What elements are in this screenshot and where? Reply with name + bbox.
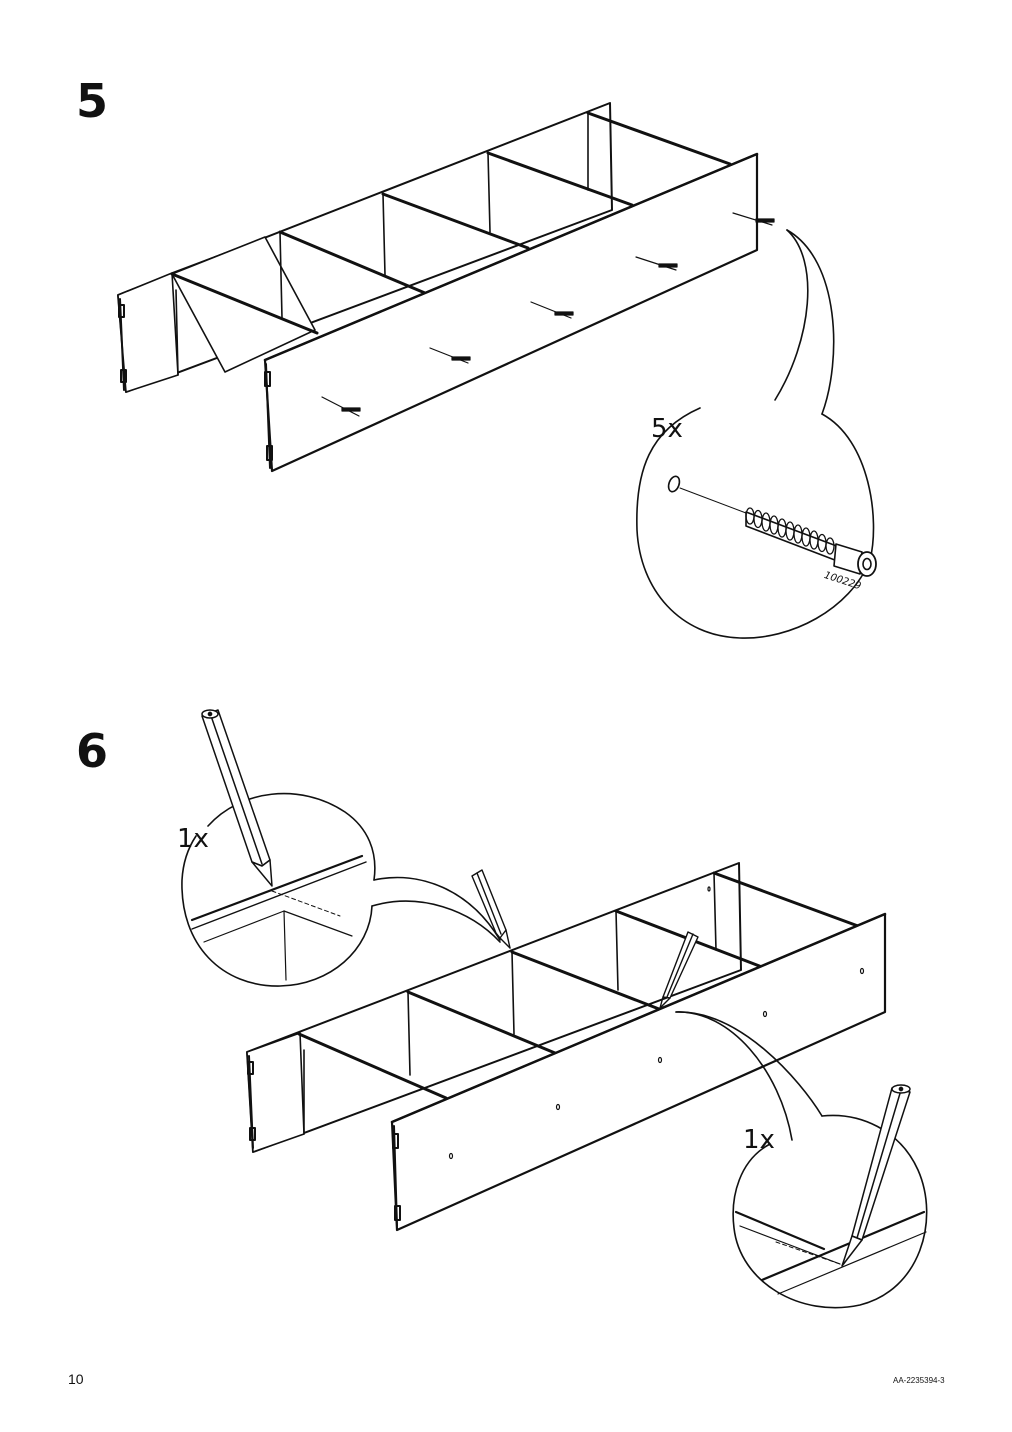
step-6-number: 6 — [76, 724, 109, 778]
page-number: 10 — [68, 1371, 84, 1387]
step-6-quantity-left: 1x — [177, 824, 209, 854]
step-6-quantity-right: 1x — [743, 1125, 775, 1155]
pencil-icon-large-left — [201, 709, 273, 887]
step-5-shelf-frame-illustration — [117, 102, 775, 473]
step-6-magnifier-callout-left — [181, 792, 501, 987]
screw-icon — [667, 475, 877, 577]
step-6-shelf-frame-illustration — [246, 862, 887, 1232]
step-5-number: 5 — [76, 74, 109, 128]
pencil-icon — [471, 869, 699, 1009]
pencil-icon-large-right — [841, 1084, 911, 1267]
document-id: AA-2235394-3 — [893, 1376, 945, 1385]
step-5-magnifier-callout — [636, 229, 875, 639]
step-5-quantity: 5x — [651, 414, 683, 444]
step-6-magnifier-callout-right — [675, 1011, 928, 1309]
